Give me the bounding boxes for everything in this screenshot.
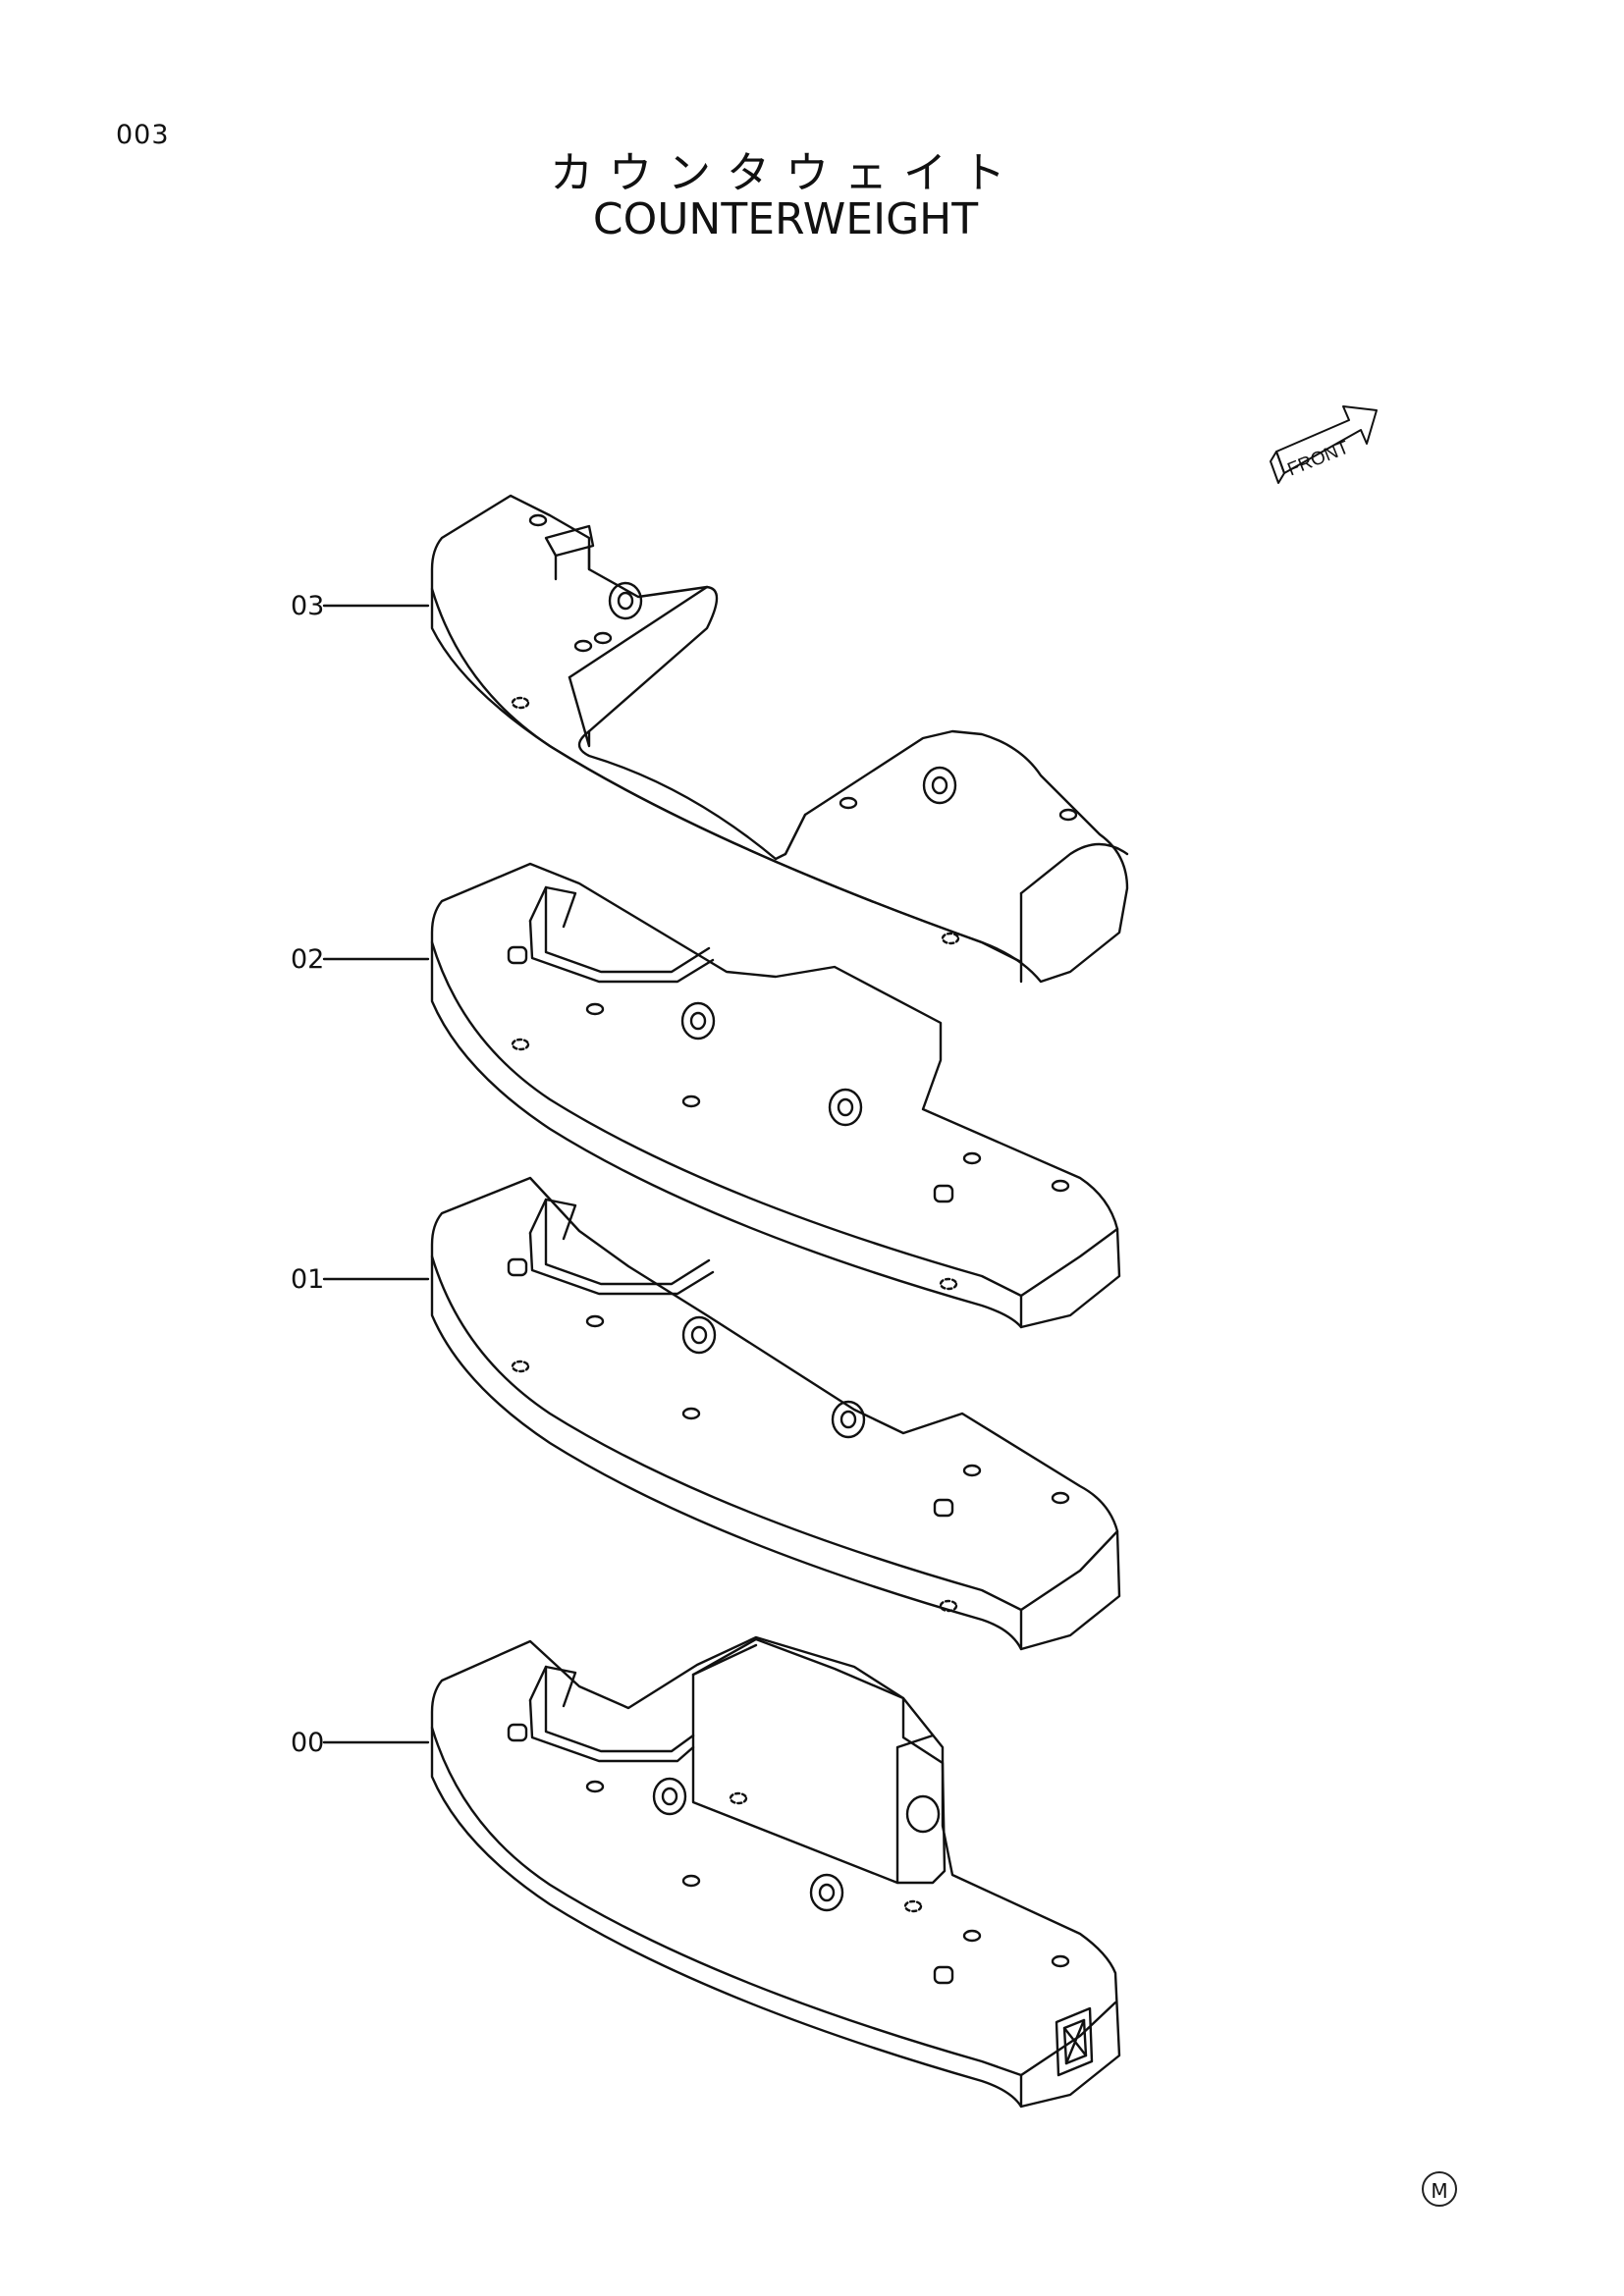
registered-mark-icon: M [1422,2171,1457,2207]
title-english: COUNTERWEIGHT [592,194,979,244]
page-number: 003 [116,120,170,150]
callout-03: 03 [291,591,325,621]
counterweight-part-01 [430,1176,1121,1651]
callout-00: 00 [291,1728,325,1758]
leader-lines [322,604,430,1744]
callout-01: 01 [291,1264,325,1295]
counterweight-part-02 [430,862,1121,1329]
callout-02: 02 [291,944,325,975]
counterweight-part-00 [430,1635,1121,2109]
counterweight-part-03 [430,494,1129,984]
front-arrow-icon: FRONT [1270,405,1378,484]
title-japanese: カウンタウェイト [550,148,1021,198]
